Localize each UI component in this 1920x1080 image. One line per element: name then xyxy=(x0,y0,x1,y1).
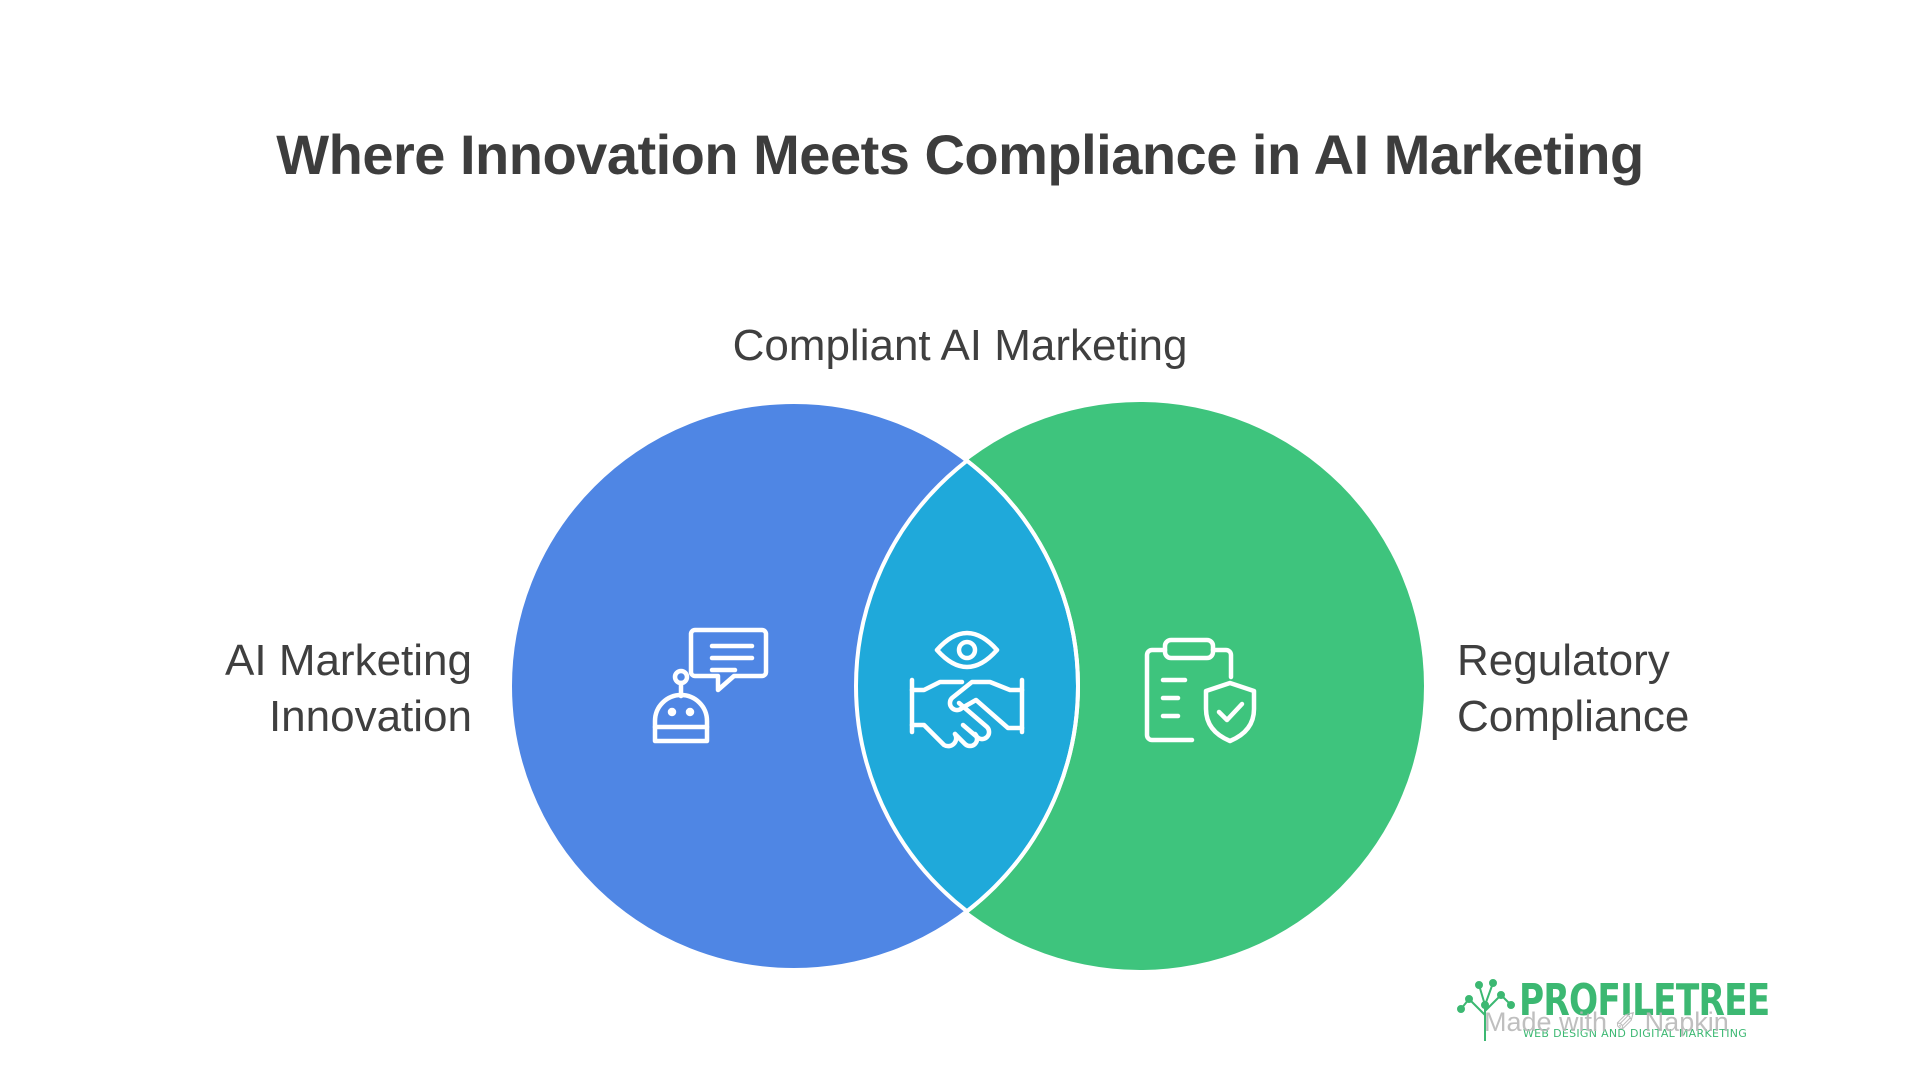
right-set-label-line2: Compliance xyxy=(1457,692,1690,741)
logo-tagline: WEB DESIGN AND DIGITAL MARKETING xyxy=(1523,1027,1748,1040)
watermark: Made with ✐ Napkin xyxy=(1484,1007,1729,1037)
right-set-label-line1: Regulatory xyxy=(1457,636,1670,685)
robot-chat-icon xyxy=(652,627,769,744)
tree-logo-icon xyxy=(1457,979,1515,1041)
left-set-label: AI Marketing Innovation xyxy=(225,633,472,745)
left-set-label-line2: Innovation xyxy=(268,692,472,741)
overlap-region xyxy=(856,402,1078,970)
overlap-outline-right xyxy=(854,402,1078,970)
overlap-outline-left xyxy=(856,402,1080,970)
profiletree-logo: PROFILETREE WEB DESIGN AND DIGITAL MARKE… xyxy=(1455,975,1770,1045)
logo-name: PROFILETREE xyxy=(1519,975,1770,1026)
clipboard-shield-icon xyxy=(1144,637,1257,744)
handshake-eye-icon xyxy=(909,630,1025,749)
overlap-label: Compliant AI Marketing xyxy=(732,321,1188,370)
left-set-label-line1: AI Marketing xyxy=(225,636,472,685)
right-set-label: Regulatory Compliance xyxy=(1457,633,1689,745)
page-title: Where Innovation Meets Compliance in AI … xyxy=(276,123,1644,186)
